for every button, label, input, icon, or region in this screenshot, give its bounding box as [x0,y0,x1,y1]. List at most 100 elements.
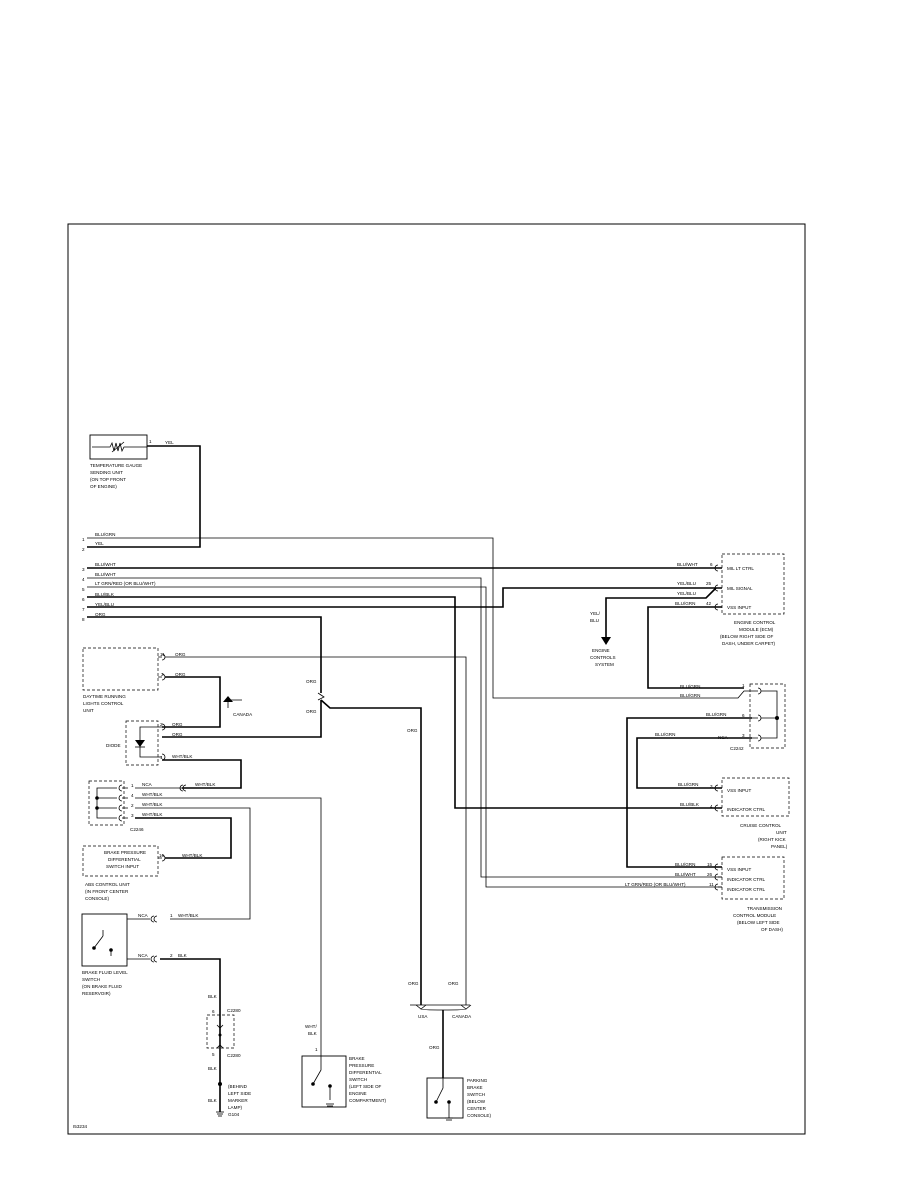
temp-sender-label-2: SENDING UNIT [90,470,123,475]
label-labels-nca: NCA [138,953,149,958]
wire-blu-wht-pin4 [87,577,722,878]
diagram-path [714,584,722,592]
label-components-brake-fluid-3: RESERVOIR) [82,991,111,996]
temp-sender-label-4: OF ENGINE) [90,484,117,489]
org-splice [317,692,325,701]
wire-wht-blk-diode [162,759,242,789]
label-components-bpds-5: ENGINE [349,1091,367,1096]
tcm-pin-vss-input: VSS INPUT [727,867,751,872]
ground-g104: (BEHIND LEFT SIDE MARKER LAMP) G104 [216,1082,251,1117]
label-pins-diode-0: 2 [160,722,163,727]
diagram-circle [447,1100,451,1104]
label-pins-temp: 1 [149,439,152,444]
label-wires-blu-wht: BLU/WHT [95,562,116,567]
diagram-polygon [135,740,145,747]
label-components-engine-controls-1: CONTROLS [590,655,616,660]
label-wires-org: ORG [172,722,183,727]
cluster-pin-7: 7 [82,607,85,612]
label-components-tcm-1: CONTROL MODULE [733,913,776,918]
label-wires-wht-blk: WHT/BLK [182,853,203,858]
diagram-path [158,673,166,681]
wire-org-drl-11 [165,656,467,1005]
label-components-cruise-0: CRUISE CONTROL [740,823,782,828]
label-components-drl-1: LIGHTS CONTROL [83,701,124,706]
diagram-polygon [223,696,233,702]
diagram-rect [125,720,159,766]
label-components-parking-5: CONSOLE) [467,1113,491,1118]
label-components-bpds-4: (LEFT SIDE OF [349,1084,382,1089]
label-wires-wht-blk: WHT/BLK [172,754,193,759]
parking-brake-switch: PARKING BRAKE SWITCH (BELOW CENTER CONSO… [426,1077,491,1121]
diagram-path [127,918,150,960]
tcm-pin-indicator-2: INDICATOR CTRL [727,887,766,892]
label-components-bpds-6: COMPARTMENT) [349,1098,387,1103]
cruise-control-unit: 3 4 VSS INPUT INDICATOR CTRL CRUISE CONT… [710,777,790,849]
diagram-polygon [601,637,611,645]
diagram-path [158,854,166,862]
temp-sender-label-3: (ON TOP FRONT [90,477,126,482]
diagram-path [714,804,722,812]
label-components-brake-fluid-2: (ON BRAKE FLUID [82,984,123,989]
label-components-abs-input-1: DIFFERENTIAL [108,857,141,862]
cluster-pin-8: 8 [82,617,85,622]
diagram-rect [721,553,785,615]
cruise-pin-vss-input: VSS INPUT [727,788,751,793]
label-canada: CANADA [452,1014,472,1019]
label-components-marker-0: (BEHIND [228,1084,248,1089]
cluster-pin-4: 4 [82,577,85,582]
diagram-circle [95,796,99,800]
cluster-pin-6: 6 [82,597,85,602]
wire-blu-grn-pin1 [87,537,752,699]
label-components-abs-1: (IN FRONT CENTER [85,889,129,894]
label-wires-org: ORG [306,679,317,684]
label-wires-blk: BLK [208,1098,218,1103]
label-wires-wht-blk: WHT/BLK [142,792,163,797]
diagram-circle [775,716,779,720]
wire-yel-blu-pin7 [87,587,722,608]
label-components-parking-2: SWITCH [467,1092,485,1097]
label-wires-yel-blu: YEL/BLU [95,602,114,607]
label-pins-c2246-0: 1 [131,783,134,788]
label-wires-yel-blu-split-1: BLU [590,618,599,623]
ecm-pin-mil-lt-ctrl: MIL LT CTRL [727,566,754,571]
diagram-circle [109,948,113,952]
brake-pressure-differential-switch: WHT/ BLK 1 BRAKE PRESSURE DIFFERENTIAL S… [301,1024,387,1108]
label-wires-blu-wht: BLU/WHT [675,872,696,877]
label-components-bpds-1: PRESSURE [349,1063,374,1068]
diagram-path [714,873,722,881]
label-wires-lt-grn-red: LT GRN/RED (OR BLU/WHT) [95,581,156,586]
diode-label: DIODE [106,743,121,748]
label-pins-c2246-1: 4 [131,793,134,798]
label-pins-ecm-2: 42 [706,601,712,606]
cruise-pin-indicator: INDICATOR CTRL [727,807,766,812]
wire-blu-grn-vss [647,606,744,689]
label-wires-yel-blu: YEL/BLU [677,581,696,586]
wire-wht-blk-bpds [135,797,322,1048]
label-components-marker-2: MARKER [228,1098,248,1103]
wire-org-pin8 [87,616,322,693]
c2246-label: C2246 [130,827,144,832]
diagram-rect [82,845,159,877]
label-pins-cruise-0: 3 [710,784,713,789]
diagram-path [118,784,128,792]
label-pins-brake-fluid-0: 1 [170,913,173,918]
label-components-drl-2: UNIT [83,708,94,713]
wire-label-yel-b: YEL [95,541,104,546]
diagram-rect [749,683,786,749]
label-wires-blu-grn: BLU/GRN [680,693,700,698]
label-components-bpds-3: SWITCH [349,1077,367,1082]
label-components-parking-4: CENTER [467,1106,487,1111]
label-components-drl-0: DAYTIME RUNNING [83,694,126,699]
label-wires-org: ORG [429,1045,440,1050]
diagram-path [714,784,722,792]
label-wires-blu-grn: BLU/GRN [675,601,695,606]
diagram-frame [67,223,806,1135]
wire-label-yel-a: YEL [165,440,174,445]
diagram-circle [218,1082,222,1086]
diagram-path [150,915,158,923]
cluster-pin-2: 2 [82,547,85,552]
g104-label: G104 [228,1112,240,1117]
diagram-rect [82,647,159,691]
label-components-ecm-3: DASH, UNDER CARPET) [722,641,776,646]
label-components-tcm-2: (BELOW LEFT SIDE [737,920,780,925]
